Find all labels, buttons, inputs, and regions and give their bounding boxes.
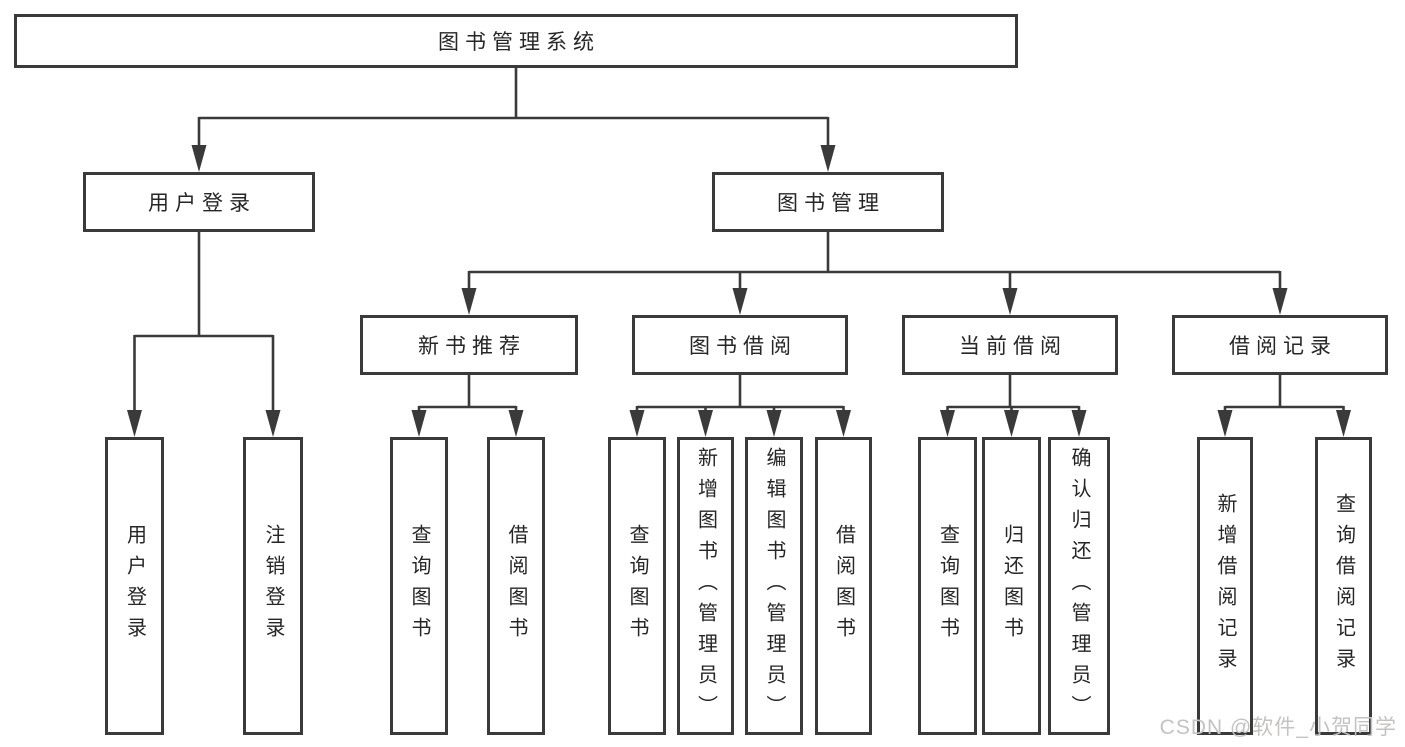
- leaf-user-login: 用户登录: [105, 437, 164, 735]
- leaf-query-books-current: 查询图书: [918, 437, 977, 735]
- node-new-book-recommend: 新书推荐: [360, 315, 578, 375]
- leaf-label: 用户登录: [123, 524, 146, 648]
- leaf-return-books: 归还图书: [982, 437, 1041, 735]
- watermark: CSDN @软件_小贺同学: [1159, 716, 1397, 739]
- leaf-query-books-borrowing: 查询图书: [608, 437, 666, 735]
- leaf-label: 借阅图书: [832, 524, 855, 648]
- leaf-label: 新增借阅记录: [1214, 493, 1236, 679]
- leaf-add-books-admin: 新增图书（管理员）: [677, 437, 734, 735]
- leaf-label: 借阅图书: [505, 524, 527, 648]
- leaf-label: 编辑图书（管理员）: [763, 446, 785, 726]
- leaf-label: 新增图书（管理员）: [694, 446, 717, 726]
- leaf-label: 确认归还（管理员）: [1068, 446, 1090, 726]
- connectors-book-management: [461, 232, 1288, 315]
- node-book-management: 图书管理: [712, 172, 944, 232]
- connectors-root: [191, 68, 836, 172]
- connectors-current-borrowing: [940, 375, 1087, 437]
- leaf-label: 注销登录: [262, 524, 284, 648]
- leaf-query-borrow-record: 查询借阅记录: [1315, 437, 1372, 735]
- leaf-edit-books-admin: 编辑图书（管理员）: [745, 437, 803, 735]
- connectors-user-login: [127, 232, 281, 437]
- leaf-logout: 注销登录: [243, 437, 303, 735]
- leaf-confirm-return-admin: 确认归还（管理员）: [1048, 437, 1110, 735]
- node-current-borrowing: 当前借阅: [902, 315, 1118, 375]
- leaf-label: 查询借阅记录: [1332, 493, 1355, 679]
- connectors-new-book-recommend: [411, 375, 524, 437]
- leaf-add-borrow-record: 新增借阅记录: [1197, 437, 1253, 735]
- node-book-borrowing: 图书借阅: [632, 315, 848, 375]
- leaf-query-books-recommend: 查询图书: [390, 437, 448, 735]
- connectors-book-borrowing: [629, 375, 851, 437]
- leaf-label: 查询图书: [626, 524, 648, 648]
- leaf-borrow-books-recommend: 借阅图书: [487, 437, 545, 735]
- leaf-label: 查询图书: [936, 524, 959, 648]
- leaf-label: 查询图书: [408, 524, 430, 648]
- connectors-borrowing-records: [1217, 375, 1351, 437]
- leaf-label: 归还图书: [1000, 524, 1023, 648]
- node-root: 图书管理系统: [14, 14, 1018, 68]
- leaf-borrow-books-borrowing: 借阅图书: [815, 437, 872, 735]
- node-borrowing-records: 借阅记录: [1172, 315, 1388, 375]
- node-user-login: 用户登录: [83, 172, 315, 232]
